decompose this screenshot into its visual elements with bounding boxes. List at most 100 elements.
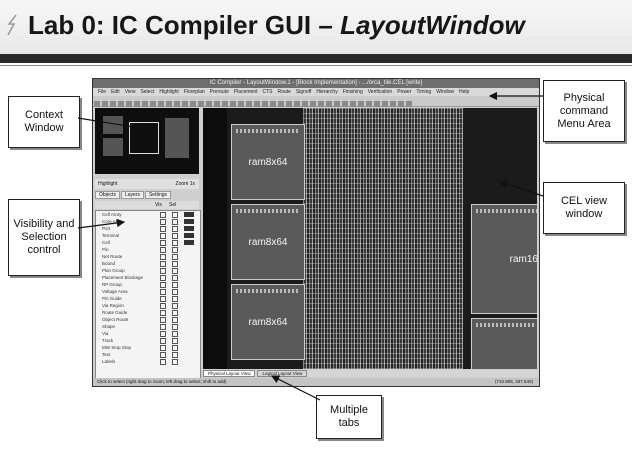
- toolbar-button-icon[interactable]: [174, 101, 180, 107]
- selectable-checkbox[interactable]: [172, 226, 178, 232]
- macro-ram[interactable]: ram8x64: [231, 124, 305, 200]
- selectable-checkbox[interactable]: [172, 324, 178, 330]
- menu-item-signoff[interactable]: Signoff: [295, 89, 312, 95]
- selectable-checkbox[interactable]: [172, 282, 178, 288]
- menu-item-help[interactable]: Help: [459, 89, 470, 95]
- tab-objects[interactable]: Objects: [95, 191, 120, 199]
- menu-item-finishing[interactable]: Finishing: [342, 89, 363, 95]
- toolbar-button-icon[interactable]: [246, 101, 252, 107]
- visibility-row[interactable]: Track: [96, 337, 200, 344]
- visible-checkbox[interactable]: [160, 359, 166, 365]
- visibility-row[interactable]: Via: [96, 330, 200, 337]
- macro-ram[interactable]: ram8x64: [231, 204, 305, 280]
- visibility-row[interactable]: Plan Group: [96, 267, 200, 274]
- visible-checkbox[interactable]: [160, 240, 166, 246]
- toolbar-button-icon[interactable]: [286, 101, 292, 107]
- selectable-checkbox[interactable]: [172, 233, 178, 239]
- toolbar-button-icon[interactable]: [374, 101, 380, 107]
- toolbar-button-icon[interactable]: [254, 101, 260, 107]
- toolbar-button-icon[interactable]: [150, 101, 156, 107]
- viewport-highlight[interactable]: [129, 122, 159, 154]
- selectable-checkbox[interactable]: [172, 268, 178, 274]
- toolbar-button-icon[interactable]: [158, 101, 164, 107]
- visible-checkbox[interactable]: [160, 338, 166, 344]
- toolbar-button-icon[interactable]: [102, 101, 108, 107]
- visibility-row[interactable]: Text: [96, 351, 200, 358]
- toolbar-button-icon[interactable]: [310, 101, 316, 107]
- selectable-checkbox[interactable]: [172, 254, 178, 260]
- toolbar-button-icon[interactable]: [142, 101, 148, 107]
- menu-item-timing[interactable]: Timing: [416, 89, 432, 95]
- menu-item-floorplan[interactable]: Floorplan: [183, 89, 205, 95]
- toolbar-button-icon[interactable]: [342, 101, 348, 107]
- toolbar-button-icon[interactable]: [406, 101, 412, 107]
- selectable-checkbox[interactable]: [172, 317, 178, 323]
- color-swatch[interactable]: [184, 233, 194, 238]
- toolbar-button-icon[interactable]: [182, 101, 188, 107]
- selectable-checkbox[interactable]: [172, 303, 178, 309]
- tab-physical-layout-view[interactable]: Physical Layout View: [203, 370, 256, 377]
- visible-checkbox[interactable]: [160, 233, 166, 239]
- visible-checkbox[interactable]: [160, 303, 166, 309]
- visible-checkbox[interactable]: [160, 219, 166, 225]
- tab-settings[interactable]: Settings: [144, 191, 172, 199]
- zoom-bar[interactable]: Highlight Zoom 1x: [95, 179, 199, 189]
- selectable-checkbox[interactable]: [172, 345, 178, 351]
- visible-checkbox[interactable]: [160, 212, 166, 218]
- macro-ram[interactable]: ram16: [471, 318, 537, 369]
- visible-checkbox[interactable]: [160, 275, 166, 281]
- visibility-row[interactable]: Route Guide: [96, 309, 200, 316]
- color-swatch[interactable]: [184, 226, 194, 231]
- toolbar-button-icon[interactable]: [94, 101, 100, 107]
- toolbar-button-icon[interactable]: [206, 101, 212, 107]
- menu-item-hierarchy[interactable]: Hierarchy: [316, 89, 338, 95]
- toolbar-button-icon[interactable]: [118, 101, 124, 107]
- visible-checkbox[interactable]: [160, 296, 166, 302]
- context-window[interactable]: [95, 108, 199, 174]
- toolbar-button-icon[interactable]: [326, 101, 332, 107]
- menu-item-select[interactable]: Select: [140, 89, 155, 95]
- menu-item-route[interactable]: Route: [277, 89, 291, 95]
- visible-checkbox[interactable]: [160, 226, 166, 232]
- visible-checkbox[interactable]: [160, 324, 166, 330]
- color-swatch[interactable]: [184, 219, 194, 224]
- toolbar-button-icon[interactable]: [318, 101, 324, 107]
- visible-checkbox[interactable]: [160, 254, 166, 260]
- visibility-row[interactable]: Shape: [96, 323, 200, 330]
- menu-item-cts[interactable]: CTS: [262, 89, 273, 95]
- visibility-row[interactable]: Pin: [96, 246, 200, 253]
- selectable-checkbox[interactable]: [172, 212, 178, 218]
- visibility-row[interactable]: Terminal: [96, 232, 200, 239]
- menu-item-power[interactable]: Power: [397, 89, 412, 95]
- tab-layers[interactable]: Layers: [120, 191, 144, 199]
- selectable-checkbox[interactable]: [172, 275, 178, 281]
- toolbar-button-icon[interactable]: [190, 101, 196, 107]
- selectable-checkbox[interactable]: [172, 338, 178, 344]
- visible-checkbox[interactable]: [160, 331, 166, 337]
- visibility-row[interactable]: Cell: [96, 239, 200, 246]
- menu-item-verification[interactable]: Verification: [367, 89, 393, 95]
- selectable-checkbox[interactable]: [172, 219, 178, 225]
- toolbar-button-icon[interactable]: [110, 101, 116, 107]
- toolbar-button-icon[interactable]: [134, 101, 140, 107]
- visibility-row[interactable]: Core Area: [96, 218, 200, 225]
- color-swatch[interactable]: [184, 240, 194, 245]
- visibility-row[interactable]: Labels: [96, 358, 200, 365]
- menu-item-placement[interactable]: Placement: [233, 89, 258, 95]
- toolbar-button-icon[interactable]: [350, 101, 356, 107]
- toolbar-button-icon[interactable]: [270, 101, 276, 107]
- toolbar-button-icon[interactable]: [238, 101, 244, 107]
- menu-item-highlight[interactable]: Highlight: [159, 89, 179, 95]
- color-swatch[interactable]: [184, 212, 194, 217]
- visible-checkbox[interactable]: [160, 289, 166, 295]
- toolbar-button-icon[interactable]: [382, 101, 388, 107]
- toolbar-button-icon[interactable]: [262, 101, 268, 107]
- visibility-row[interactable]: Object Route: [96, 316, 200, 323]
- toolbar-button-icon[interactable]: [390, 101, 396, 107]
- visibility-row[interactable]: Via Region: [96, 302, 200, 309]
- visibility-row[interactable]: Placement Blockage: [96, 274, 200, 281]
- selectable-checkbox[interactable]: [172, 310, 178, 316]
- selectable-checkbox[interactable]: [172, 240, 178, 246]
- visible-checkbox[interactable]: [160, 247, 166, 253]
- menu-item-window[interactable]: Window: [436, 89, 455, 95]
